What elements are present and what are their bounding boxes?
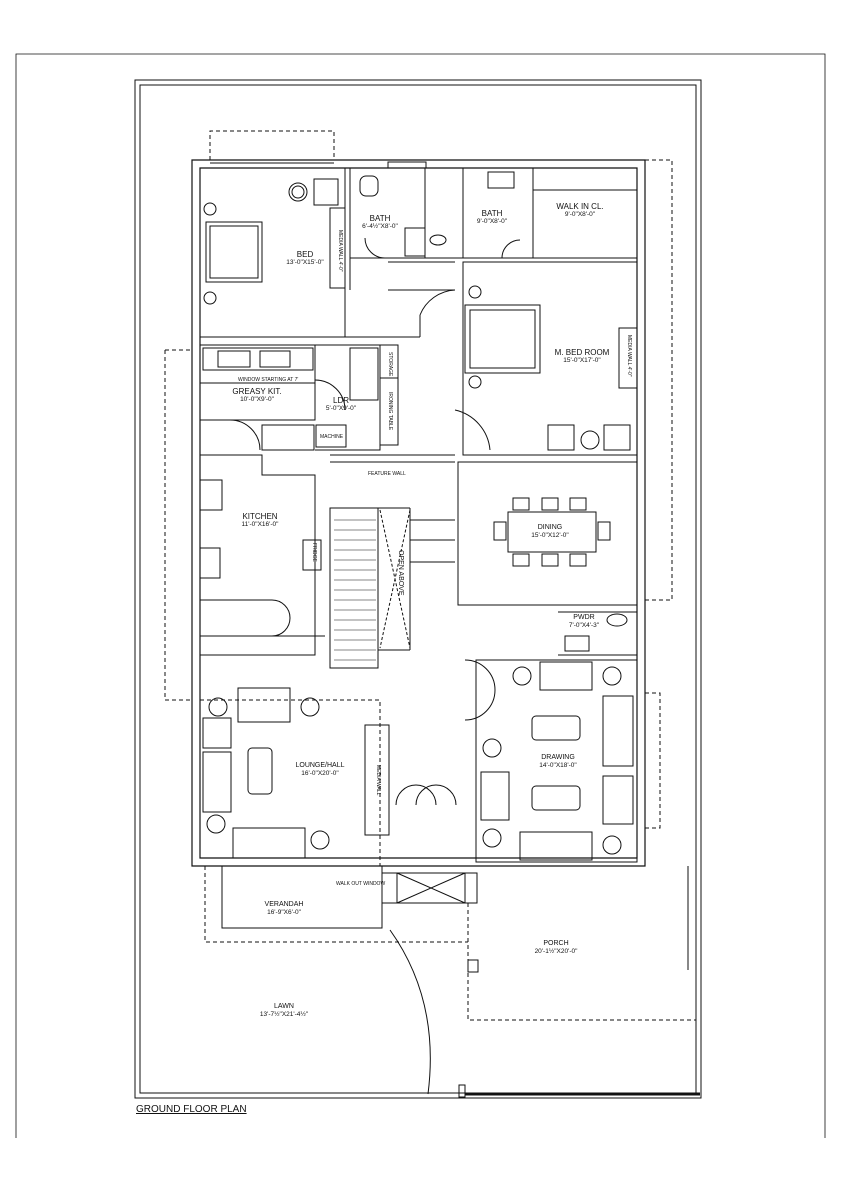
room-name: PWDR: [573, 614, 595, 621]
room-dimensions: 10'-0"X9'-0": [240, 396, 274, 404]
sheet-border: [15, 53, 826, 1138]
room-name: LAWN: [274, 1003, 294, 1010]
room-dimensions: 9'-0"X8'-0": [476, 218, 508, 226]
room-dimensions: 15'-0"X12'-0": [531, 532, 569, 540]
room-label-lounge: LOUNGE/HALL 16'-0"X20'-0": [295, 762, 344, 778]
room-dimensions: 16'-0"X20'-0": [301, 770, 339, 778]
room-name: WALK IN CL.: [556, 202, 604, 211]
storage-label: STORAGE: [387, 352, 393, 377]
room-dimensions: 13'-7½"X21'-4½": [259, 1011, 309, 1019]
room-dimensions: 14'-0"X18'-0": [539, 762, 577, 770]
room-label-drawing: DRAWING 14'-0"X18'-0": [539, 754, 576, 770]
room-dimensions: 11'-0"X16'-0": [241, 521, 279, 529]
room-dimensions: 6'-4½"X8'-0": [362, 223, 398, 231]
room-name: BATH: [369, 214, 391, 223]
media-wall-lounge-label: MEDIA WALL: [375, 765, 381, 796]
room-dimensions: 15'-0"X17'-0": [563, 357, 601, 365]
room-name: DRAWING: [541, 754, 575, 761]
room-label-lawn: LAWN 13'-7½"X21'-4½": [260, 1003, 308, 1019]
room-label-verandah: VERANDAH 16'-9"X6'-0": [265, 901, 304, 917]
room-label-bath-2: BATH 9'-0"X8'-0": [477, 209, 507, 226]
machine-label: MACHINE: [320, 434, 344, 440]
room-name: BED: [296, 250, 314, 259]
feature-wall-note: FEATURE WALL: [368, 471, 406, 477]
room-label-master-bed: M. BED ROOM 15'-0"X17'-0": [555, 348, 610, 365]
room-name: PORCH: [543, 940, 569, 947]
room-name: M. BED ROOM: [554, 348, 610, 357]
room-dimensions: 13'-0"X15'-0": [286, 259, 324, 267]
porch: [467, 903, 696, 1021]
room-dimensions: 5'-0"X9'-0": [325, 405, 357, 413]
room-name: LDR: [332, 396, 350, 405]
window-starting-note: WINDOW STARTING AT 7': [238, 377, 299, 383]
plot-boundary-outer: [134, 79, 702, 1099]
room-label-porch: PORCH 20'-1½"X20'-0": [535, 940, 578, 956]
walk-out-window-note: WALK OUT WINDOW: [336, 881, 386, 887]
room-label-powder: PWDR 7'-0"X4'-3": [569, 614, 599, 630]
room-label-bed: BED 13'-0"X15'-0": [286, 250, 323, 267]
room-name: KITCHEN: [242, 512, 278, 521]
room-label-kitchen: KITCHEN 11'-0"X16'-0": [242, 512, 279, 529]
media-wall-mbed-label: MEDIA WALL 4'-0": [626, 335, 632, 377]
room-dimensions: 20'-1½"X20'-0": [534, 948, 578, 956]
room-dimensions: 7'-0"X4'-3": [568, 622, 600, 630]
room-name: LOUNGE/HALL: [295, 762, 345, 769]
room-dimensions: 16'-9"X6'-0": [267, 909, 301, 917]
staircase: [329, 507, 455, 669]
ironing-table-label: IRONING TABLE: [387, 392, 393, 431]
room-name: DINING: [537, 524, 563, 531]
open-above-label: OPEN ABOVE: [397, 550, 404, 596]
plot-boundary-inner: [139, 84, 697, 1094]
room-label-bath-1: BATH 6'-4½"X8'-0": [362, 214, 398, 231]
room-label-greasy-kitchen: GREASY KIT. 10'-0"X9'-0": [232, 387, 281, 404]
room-label-dining: DINING 15'-0"X12'-0": [531, 524, 568, 540]
room-label-ldr: LDR 5'-0"X9'-0": [326, 396, 356, 413]
room-name: VERANDAH: [264, 901, 304, 908]
media-wall-bed-label: MEDIA WALL 4'-0": [337, 230, 343, 272]
room-name: GREASY KIT.: [232, 387, 282, 396]
room-dimensions: 9'-0"X8'-0": [564, 211, 596, 219]
top-projection: [209, 130, 335, 160]
plan-title: GROUND FLOOR PLAN: [136, 1104, 247, 1115]
room-name: BATH: [481, 209, 503, 218]
verandah: [221, 866, 383, 929]
fridge-label: FRIDGE: [311, 543, 317, 562]
room-label-walk-in-closet: WALK IN CL. 9'-0"X8'-0": [556, 202, 603, 219]
